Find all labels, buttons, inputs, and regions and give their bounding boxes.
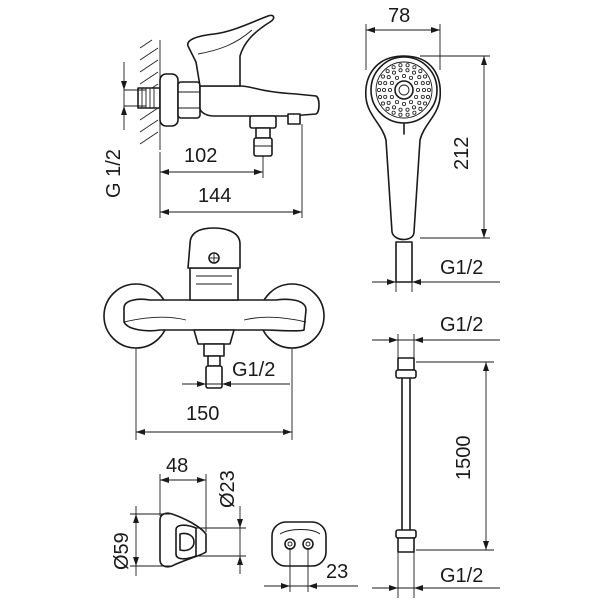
nozzle-dot xyxy=(420,94,425,99)
nozzle-dot xyxy=(385,69,390,74)
nozzle-dot xyxy=(376,88,381,93)
label-shower-width: 78 xyxy=(388,5,410,27)
dim-hose-thread-bottom: G1/2 xyxy=(372,552,500,598)
nozzle-dot xyxy=(378,80,383,85)
nozzle-dot xyxy=(408,75,413,80)
dim-hose-thread-top: G1/2 xyxy=(372,314,500,360)
nozzle-dot xyxy=(411,70,416,75)
nozzle-dot xyxy=(423,74,428,79)
label-body-length: 144 xyxy=(198,185,231,207)
nozzle-dot xyxy=(405,68,410,73)
nozzle-dot xyxy=(387,88,392,93)
nozzle-dot xyxy=(414,95,419,100)
nozzle-dot xyxy=(423,101,428,106)
shower-nozzle-ring xyxy=(376,63,431,117)
wall-holder-front xyxy=(271,521,327,567)
nozzle-dot xyxy=(380,101,385,106)
label-hose-thread-top: G1/2 xyxy=(440,314,483,336)
nozzle-dot xyxy=(417,75,422,80)
nozzle-dot xyxy=(394,75,399,80)
label-holder-diameter: Ø59 xyxy=(111,532,133,570)
label-center-distance: 150 xyxy=(186,403,219,425)
label-hose-length: 1500 xyxy=(453,436,475,481)
dim-hose-length: 1500 xyxy=(416,361,494,551)
nozzle-dot xyxy=(425,95,430,100)
dim-shower-height: 212 xyxy=(420,55,490,239)
nozzle-dot xyxy=(405,107,410,112)
nozzle-dot xyxy=(408,100,413,105)
nozzle-dot xyxy=(381,88,386,93)
label-wall-thread: G 1/2 xyxy=(103,149,125,198)
dim-wall-thread: G 1/2 xyxy=(103,62,146,198)
nozzle-dot xyxy=(386,75,391,80)
nozzle-dot xyxy=(389,95,394,100)
dim-holder-diameter: Ø59 xyxy=(111,506,170,576)
dim-holder-bore: Ø23 xyxy=(196,470,246,574)
label-shower-height: 212 xyxy=(451,137,473,170)
nozzle-dot xyxy=(401,102,406,107)
nozzle-dot xyxy=(394,100,399,105)
nozzle-dot xyxy=(383,81,388,86)
nozzle-dot xyxy=(380,74,385,79)
label-spout-reach: 102 xyxy=(184,145,217,167)
dim-spout-reach: 102 xyxy=(160,145,264,178)
nozzle-dot xyxy=(389,81,394,86)
nozzle-dot xyxy=(412,110,417,115)
shower-hose xyxy=(395,357,417,553)
nozzle-dot xyxy=(417,100,422,105)
nozzle-dot xyxy=(418,69,423,74)
dim-bracket-spacing: 23 xyxy=(264,548,358,592)
dim-holder-depth: 48 xyxy=(159,455,207,532)
dim-center-distance: 150 xyxy=(135,348,293,440)
nozzle-dot xyxy=(398,107,403,112)
label-outlet-thread: G1/2 xyxy=(232,359,275,381)
nozzle-dot xyxy=(391,110,396,115)
nozzle-dot xyxy=(420,81,425,86)
nozzle-dot xyxy=(411,105,416,110)
hand-shower xyxy=(365,55,442,283)
nozzle-dot xyxy=(401,74,406,79)
nozzle-dot xyxy=(421,88,426,93)
nozzle-dot xyxy=(405,63,410,68)
dim-outlet-thread: G1/2 xyxy=(182,359,290,387)
label-hose-thread-bottom: G1/2 xyxy=(440,565,483,587)
nozzle-dot xyxy=(391,65,396,70)
label-holder-depth: 48 xyxy=(166,455,188,477)
wall-holder-side xyxy=(159,512,207,568)
label-shower-thread: G1/2 xyxy=(440,257,483,279)
dim-shower-width: 78 xyxy=(365,5,441,70)
mixer-side-view xyxy=(137,14,320,157)
nozzle-dot xyxy=(412,65,417,70)
nozzle-dot xyxy=(391,70,396,75)
dim-shower-thread: G1/2 xyxy=(372,257,500,292)
nozzle-dot xyxy=(398,112,403,117)
nozzle-dot xyxy=(385,106,390,111)
nozzle-dot xyxy=(418,106,423,111)
nozzle-dot xyxy=(426,88,431,93)
label-holder-bore: Ø23 xyxy=(217,470,239,508)
nozzle-dot xyxy=(398,68,403,73)
nozzle-dot xyxy=(378,95,383,100)
nozzle-dot xyxy=(405,112,410,117)
mixer-front-view xyxy=(103,227,325,389)
nozzle-dot xyxy=(414,81,419,86)
nozzle-dot xyxy=(398,63,403,68)
nozzle-dot xyxy=(415,88,420,93)
label-bracket-spacing: 23 xyxy=(326,561,348,583)
nozzle-dot xyxy=(386,100,391,105)
dim-body-length: 144 xyxy=(159,124,303,218)
nozzle-dot xyxy=(383,94,388,99)
nozzle-dot xyxy=(425,80,430,85)
nozzle-dot xyxy=(391,105,396,110)
